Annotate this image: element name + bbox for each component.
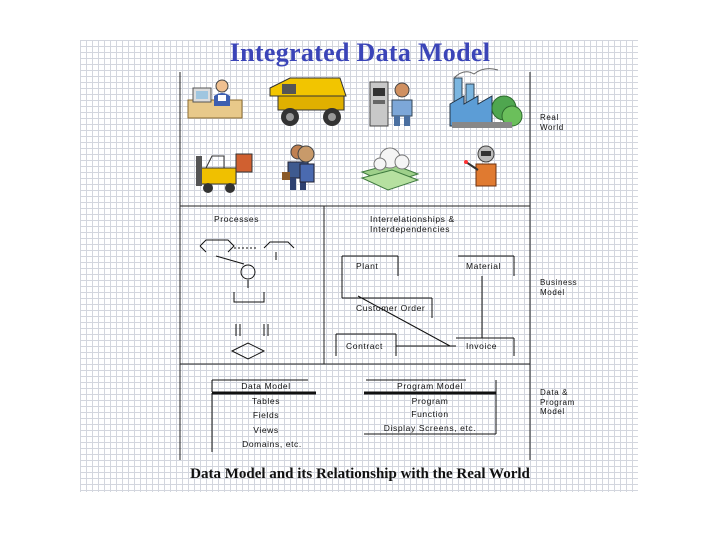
side-label-line: Real	[540, 113, 559, 122]
section-frame	[179, 72, 531, 460]
model-boxes	[211, 379, 497, 452]
side-label-line: Model	[540, 287, 565, 297]
process-node-circle	[240, 264, 256, 280]
side-label-real-world: Real World	[540, 113, 564, 132]
side-label-line: Model	[540, 407, 565, 416]
interrelationships-label: Interrelationships & Interdependencies	[370, 214, 455, 234]
factory-icon	[449, 68, 523, 128]
page-title: Integrated Data Model	[229, 38, 491, 67]
process-bracket-right	[263, 241, 295, 249]
data-model-item: Domains, etc.	[242, 439, 302, 449]
worker-at-machine-icon	[369, 81, 413, 127]
entity-plant: Plant	[356, 261, 379, 271]
office-worker-icon	[187, 79, 243, 119]
entity-relations	[335, 255, 515, 356]
side-label-line: Program	[540, 397, 575, 407]
entity-customer-order: Customer Order	[356, 303, 426, 313]
decision-diamond	[230, 342, 266, 360]
side-label-line: Business	[540, 278, 578, 287]
diagram-caption: Data Model and its Relationship with the…	[190, 466, 530, 482]
program-model-item: Display Screens, etc.	[383, 423, 477, 433]
data-model-item: Views	[253, 425, 279, 435]
data-model-item: Tables	[251, 396, 281, 406]
side-label-data-program-model: Data & Program Model	[540, 388, 575, 417]
process-flowchart	[199, 239, 295, 360]
forklift-icon	[196, 153, 253, 193]
program-model-item: Program	[411, 396, 449, 406]
money-icon	[360, 147, 420, 191]
interrelationships-line: Interdependencies	[370, 224, 451, 234]
process-tray	[233, 292, 265, 303]
grid-background	[80, 40, 638, 492]
data-model-item: Fields	[252, 410, 280, 420]
process-bracket-left	[199, 239, 235, 253]
interrelationships-line: Interrelationships &	[370, 214, 455, 224]
dump-truck-icon	[269, 77, 347, 126]
processes-label: Processes	[214, 214, 260, 224]
side-label-business-model: Business Model	[540, 278, 577, 297]
side-label-line: Data &	[540, 388, 569, 397]
data-model-header: Data Model	[241, 381, 291, 391]
entity-material: Material	[466, 261, 502, 271]
process-bracket-left-tail	[199, 245, 207, 253]
businessman-icon	[282, 144, 315, 190]
entity-invoice: Invoice	[466, 341, 498, 351]
entity-contract: Contract	[346, 341, 383, 351]
welder-icon	[464, 145, 497, 187]
program-model-item: Function	[411, 409, 449, 419]
program-model-header: Program Model	[397, 381, 463, 391]
side-label-line: World	[540, 122, 564, 132]
